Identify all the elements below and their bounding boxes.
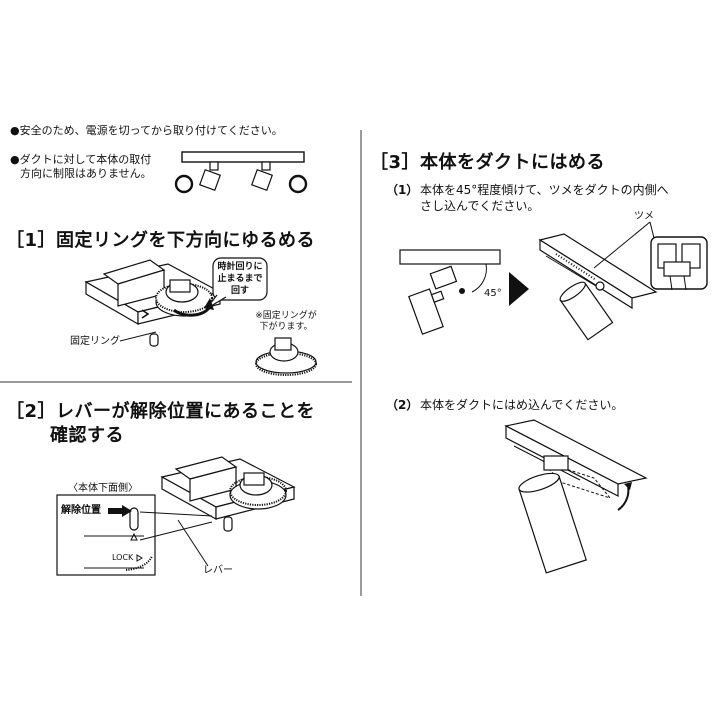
bottom-view-box — [56, 494, 156, 576]
step1-number: （1） — [386, 183, 419, 197]
ring-leader-line — [119, 331, 157, 342]
release-position-label: 解除位置 — [61, 505, 101, 516]
callout-line1: 時計回りに — [217, 262, 263, 272]
callout-line2: 止まるまで — [217, 274, 263, 284]
step2-text: 本体をダクトにはめ込んでください。 — [420, 398, 624, 412]
mount-base-illustration-2 — [160, 456, 296, 532]
callout-line3: 回す — [230, 286, 249, 296]
side-note-line2: 下がります。 — [259, 322, 313, 332]
tab-leader-lines — [593, 221, 655, 269]
direction-note-line2: 方向に制限はありません。 — [20, 167, 152, 180]
tab-detail-inset — [650, 236, 708, 291]
side-note-line1: ※固定リングが — [255, 311, 317, 321]
duct-insert-illustration — [538, 233, 658, 341]
lock-label: LOCK — [112, 553, 134, 562]
angle-label: 45° — [484, 288, 502, 299]
mount-base-illustration-1 — [84, 259, 222, 347]
step1-text-line1: 本体を45°程度傾けて、ツメをダクトの内側へ — [420, 183, 669, 197]
step1-text-line2: さし込んでください。 — [420, 199, 540, 213]
lever-label: レバー — [203, 565, 233, 576]
bottom-view-leader-lines — [139, 511, 213, 541]
section-divider-horizontal — [0, 381, 352, 383]
section3-heading: ［3］本体をダクトにはめる — [370, 152, 606, 173]
safety-note: ●安全のため、電源を切ってから取り付けてください。 — [10, 124, 283, 137]
lever-leader-line — [177, 519, 209, 567]
section2-heading-line1: ［2］レバーが解除位置にあることを — [6, 401, 316, 422]
lowered-ring-illustration — [255, 337, 317, 376]
section2-heading-line2: 確認する — [50, 425, 124, 446]
duct-two-spots-illustration — [174, 151, 308, 194]
next-arrow-icon — [509, 272, 529, 306]
step2-number: （2） — [386, 398, 419, 412]
direction-note-line1: ●ダクトに対して本体の取付 — [10, 153, 152, 166]
section1-heading: ［1］固定リングを下方向にゆるめる — [6, 230, 316, 251]
tilt-insert-illustration — [399, 249, 501, 335]
duct-snap-illustration — [504, 419, 648, 574]
rotation-arrow-icon — [173, 298, 214, 317]
bottom-view-label: 〈本体下面側〉 — [68, 483, 138, 494]
ring-label: 固定リング — [70, 336, 120, 347]
section-divider-vertical — [360, 130, 362, 596]
tab-label: ツメ — [634, 211, 654, 222]
callout-bubble — [205, 257, 268, 310]
release-arrow-icon — [108, 505, 132, 517]
